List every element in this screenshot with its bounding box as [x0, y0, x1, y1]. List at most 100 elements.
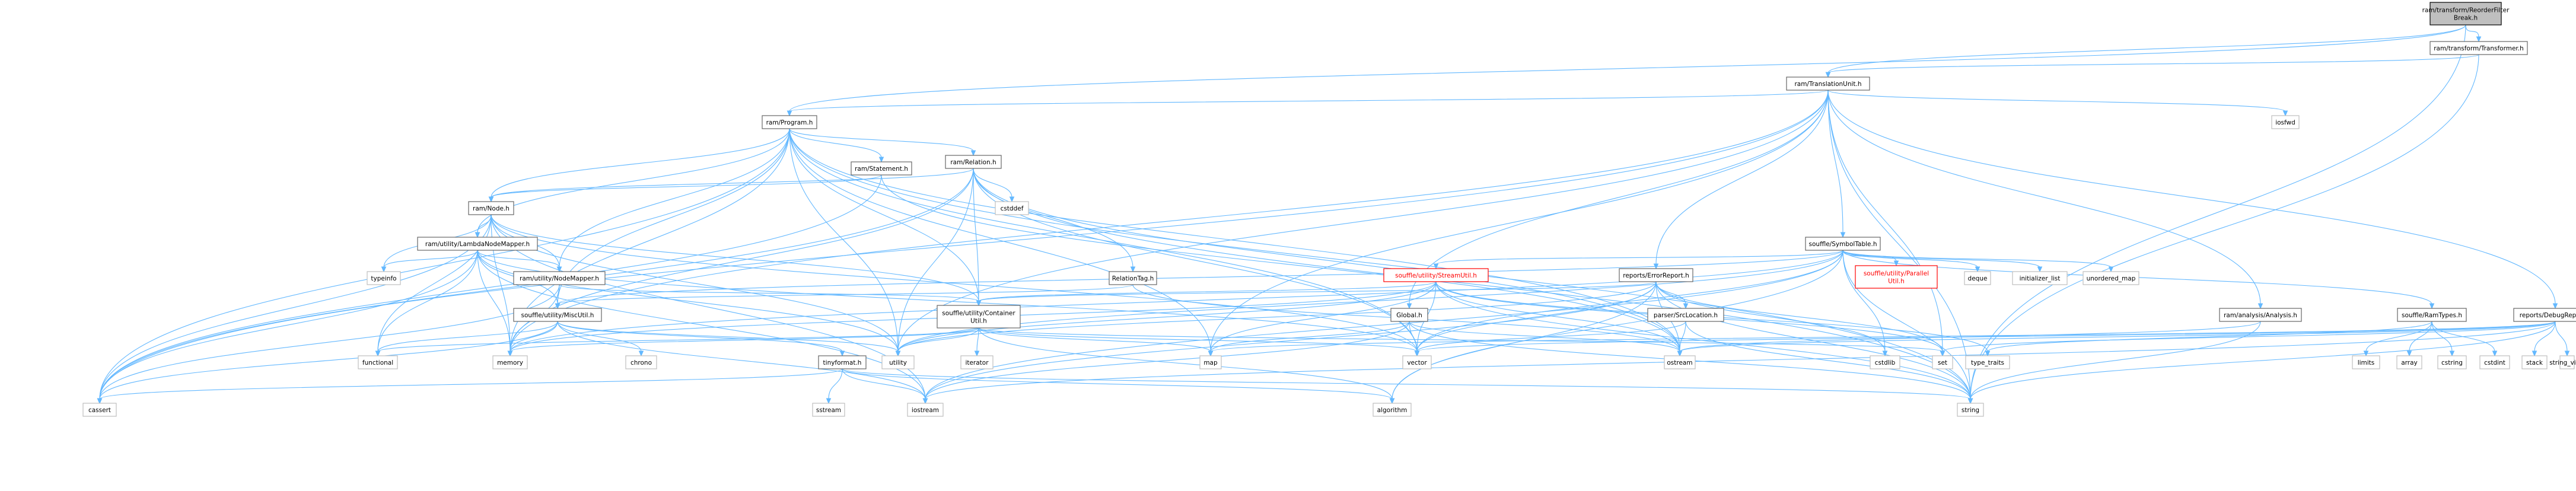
node-box: [960, 355, 994, 369]
node-streamutil[interactable]: souffle/utility/StreamUtil.h: [1383, 268, 1489, 282]
node-label: ram/analysis/Analysis.h: [2224, 312, 2297, 319]
node-box: [2352, 355, 2380, 369]
node-iterator: iterator: [960, 355, 994, 369]
node-limits: limits: [2352, 355, 2380, 369]
node-label: sstream: [816, 407, 841, 414]
edge-line: [99, 250, 478, 400]
edge-line: [477, 250, 560, 268]
node-tu[interactable]: ram/TranslationUnit.h: [1786, 76, 1870, 91]
edge-arrowhead: [826, 398, 832, 404]
edge-miscutil-to-functional: [375, 321, 558, 357]
node-box: [907, 403, 944, 417]
node-box: [625, 355, 657, 369]
edge-line: [1827, 90, 2286, 112]
node-srclocation[interactable]: parser/SrcLocation.h: [1647, 308, 1724, 322]
edge-arrowhead: [2282, 110, 2288, 117]
node-analysis[interactable]: ram/analysis/Analysis.h: [2219, 308, 2302, 322]
node-map: map: [1199, 355, 1222, 369]
edge-line: [2534, 321, 2556, 352]
edge-arrowhead: [2564, 350, 2570, 357]
node-label: Global.h: [1396, 312, 1422, 319]
node-label: chrono: [631, 359, 652, 366]
edge-line: [1435, 250, 1843, 265]
edge-line: [1827, 90, 2556, 305]
node-typeinfo: typeinfo: [367, 271, 401, 285]
edge-line: [973, 168, 1971, 400]
node-nodemapper[interactable]: ram/utility/NodeMapper.h: [513, 271, 606, 285]
edge-program-to-cassert: [97, 128, 790, 404]
node-label: souffle/RamTypes.h: [2402, 312, 2462, 319]
node-program[interactable]: ram/Program.h: [762, 115, 817, 129]
edge-arrowhead: [1975, 266, 1980, 273]
edge-debugreport-to-string: [1967, 321, 2556, 404]
edge-line: [925, 321, 2556, 400]
node-cassert: cassert: [82, 403, 117, 417]
node-box: [812, 403, 845, 417]
edge-line: [789, 128, 1680, 352]
edge-line: [491, 174, 882, 198]
edge-arrowhead: [2552, 303, 2558, 310]
node-statement[interactable]: ram/Statement.h: [851, 161, 912, 176]
node-node[interactable]: ram/Node.h: [468, 201, 514, 215]
node-box: [492, 355, 528, 369]
edge-line: [1827, 90, 2261, 305]
node-box: [2012, 271, 2068, 285]
edge-tu-to-set: [1827, 90, 1945, 357]
edge-root-to-program: [787, 24, 2466, 117]
edge-errorreport-to-cstdlib: [1655, 281, 1888, 357]
edge-line: [789, 128, 1971, 400]
node-label: tinyformat.h: [823, 359, 862, 366]
node-miscutil[interactable]: souffle/utility/MiscUtil.h: [513, 308, 602, 322]
edge-line: [1970, 321, 2261, 400]
edge-line: [1987, 321, 2432, 352]
edge-line: [99, 321, 558, 400]
node-box: [1855, 265, 1938, 289]
node-relationtag[interactable]: RelationTag.h: [1109, 271, 1157, 285]
node-box: [2429, 41, 2528, 55]
edge-tinyformat-to-iostream: [842, 368, 928, 404]
node-relation[interactable]: ram/Relation.h: [945, 155, 1002, 169]
node-box: [1402, 355, 1432, 369]
node-label: souffle/SymbolTable.h: [1809, 241, 1877, 248]
node-string_view: string_view: [2549, 355, 2576, 369]
edge-symboltable-to-deque: [1842, 250, 1980, 273]
edge-ramtypes-to-type_traits: [1985, 321, 2432, 357]
node-label: deque: [1968, 275, 1988, 282]
node-label: map: [1203, 359, 1218, 366]
node-box: [818, 355, 867, 369]
node-tinyformat[interactable]: tinyformat.h: [818, 355, 867, 369]
node-errorreport[interactable]: reports/ErrorReport.h: [1619, 268, 1693, 282]
edge-line: [559, 284, 979, 302]
edge-line: [510, 321, 558, 352]
node-array: array: [2396, 355, 2422, 369]
edge-containerutil-to-utility: [895, 327, 979, 357]
edges-layer: [97, 24, 2570, 404]
edge-symboltable-to-streamutil: [1433, 250, 1843, 270]
node-cstring: cstring: [2437, 355, 2467, 369]
edge-line: [559, 128, 790, 268]
node-label: algorithm: [1377, 407, 1408, 414]
edge-arrowhead: [2429, 303, 2435, 310]
edge-line: [1827, 90, 1943, 352]
edge-line: [897, 90, 1829, 352]
edge-arrowhead: [507, 350, 513, 357]
node-global[interactable]: Global.h: [1390, 308, 1428, 322]
node-ramtypes[interactable]: souffle/RamTypes.h: [2397, 308, 2467, 322]
node-lambdamapper[interactable]: ram/utility/LambdaNodeMapper.h: [417, 237, 538, 251]
node-label: cassert: [88, 407, 111, 414]
edge-arrowhead: [787, 110, 792, 117]
edge-arrowhead: [2449, 350, 2455, 357]
edge-streamutil-to-containerutil: [976, 281, 1437, 307]
node-transformer[interactable]: ram/transform/Transformer.h: [2429, 41, 2528, 55]
node-type_traits: type_traits: [1965, 355, 2010, 369]
edge-arrowhead: [2257, 303, 2263, 310]
node-deque: deque: [1964, 271, 1991, 285]
edge-arrowhead: [1683, 303, 1689, 310]
edge-node-to-lambdamapper: [475, 214, 492, 238]
node-symboltable[interactable]: souffle/SymbolTable.h: [1805, 237, 1881, 251]
edge-line: [1210, 281, 1437, 352]
node-debugreport[interactable]: reports/DebugReport.h: [2513, 308, 2576, 322]
